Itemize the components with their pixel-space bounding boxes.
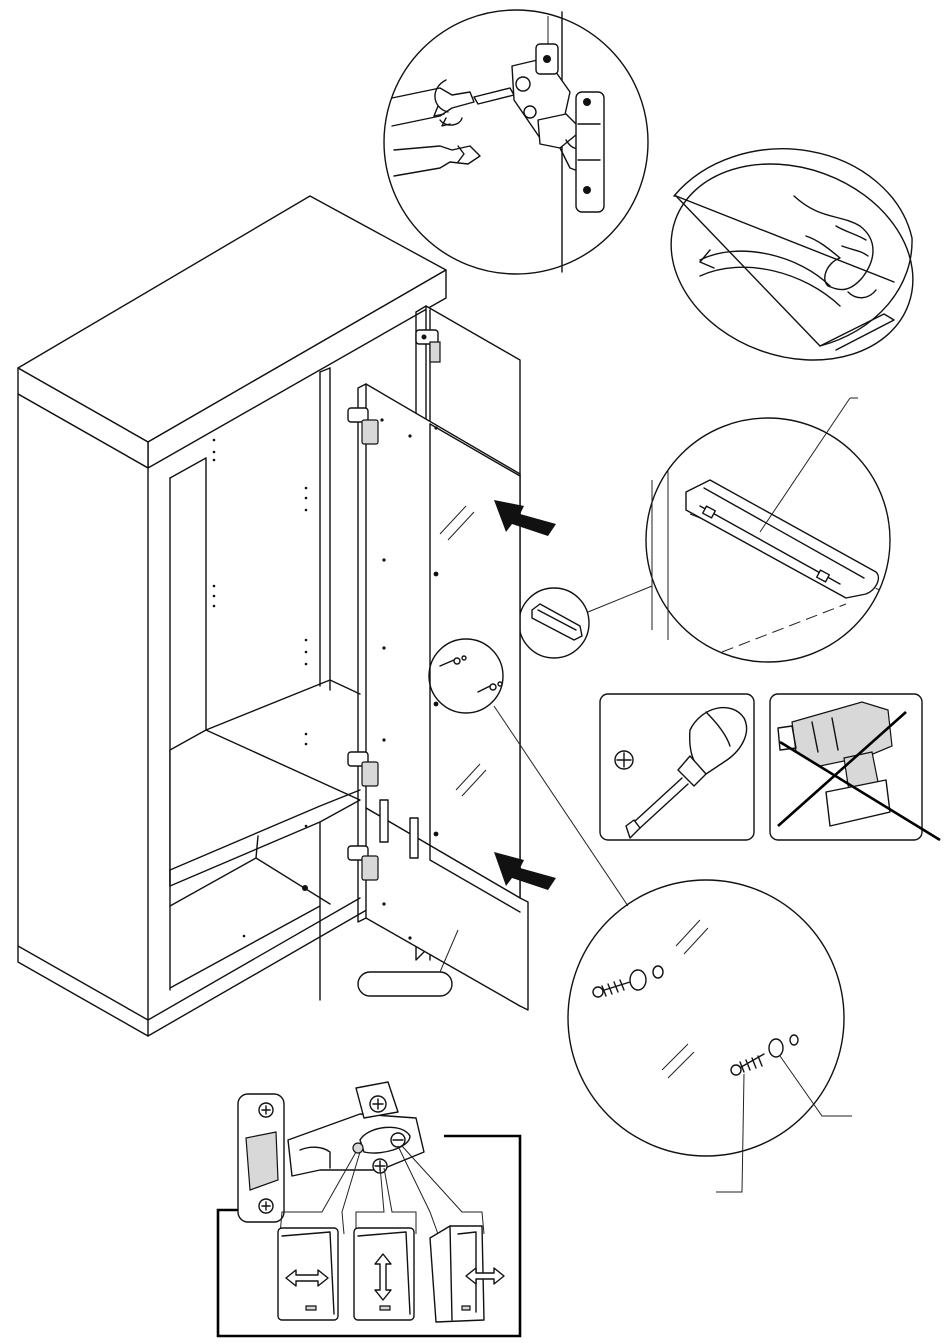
hinge-screwdriver-detail xyxy=(384,10,648,274)
part-label-outline xyxy=(358,972,452,996)
tool-allowed-box xyxy=(600,694,754,840)
adjustment-up-down xyxy=(354,1228,414,1320)
handle-detail-large xyxy=(646,398,890,662)
hinge-adjustment-diagram xyxy=(218,1082,520,1336)
phillips-cross-icon xyxy=(615,751,633,769)
power-drill-icon xyxy=(778,702,892,826)
screwdriver-icon xyxy=(626,708,747,838)
adjustment-side-to-side xyxy=(278,1228,338,1320)
adjustment-in-out xyxy=(430,1226,504,1322)
screw-detail-large xyxy=(568,880,852,1192)
tool-forbidden-box xyxy=(770,694,940,840)
peel-film-detail xyxy=(643,131,940,392)
handle-detail-small xyxy=(519,586,652,658)
left-door xyxy=(348,384,528,1010)
